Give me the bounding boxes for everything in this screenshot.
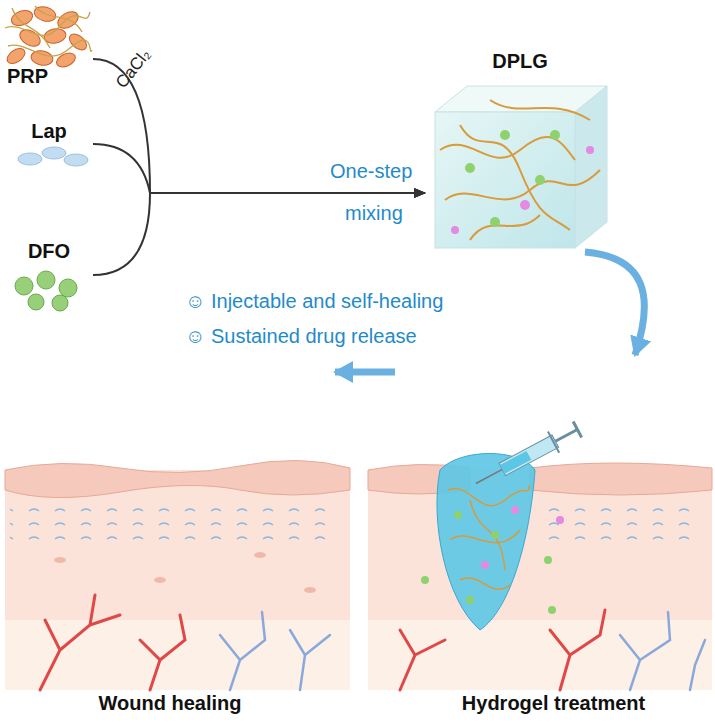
ingredient-dfo: DFO [5, 238, 93, 312]
process-arrow [335, 369, 395, 376]
step-label: One-step [330, 160, 412, 183]
syringe [470, 419, 583, 494]
feature-label: ☺ Sustained drug release [185, 325, 417, 348]
mixing-arrow [93, 144, 425, 193]
mixing-arrow [93, 59, 425, 193]
step-label: mixing [345, 202, 403, 225]
wounded-skin [368, 419, 712, 690]
ingredient-lap: Lap [5, 118, 93, 170]
laponite-picture [18, 147, 88, 166]
fibrin-fibers [5, 6, 92, 56]
node-label: PRP [7, 65, 48, 88]
process-arrow [585, 252, 644, 355]
hydrogel-cube [435, 86, 607, 248]
node-label: Wound healing [99, 692, 242, 715]
healed-skin [5, 460, 350, 690]
node-label: DFO [28, 240, 70, 263]
reagent-label: CaCl₂ [112, 45, 155, 92]
node-label: Lap [31, 120, 67, 143]
mixing-arrow [93, 193, 425, 275]
dfo-picture [15, 271, 77, 311]
healed-panel: Wound healing [5, 355, 335, 717]
feature-label: ☺ Injectable and self-healing [185, 290, 443, 313]
node-label: DPLG [492, 50, 548, 73]
hydrogel-product: DPLG [425, 48, 615, 252]
node-label: Hydrogel treatment [462, 692, 645, 715]
prp-picture [4, 4, 89, 69]
treatment-panel: Hydrogel treatment [395, 355, 712, 717]
ingredient-prp: PRP [3, 4, 93, 90]
